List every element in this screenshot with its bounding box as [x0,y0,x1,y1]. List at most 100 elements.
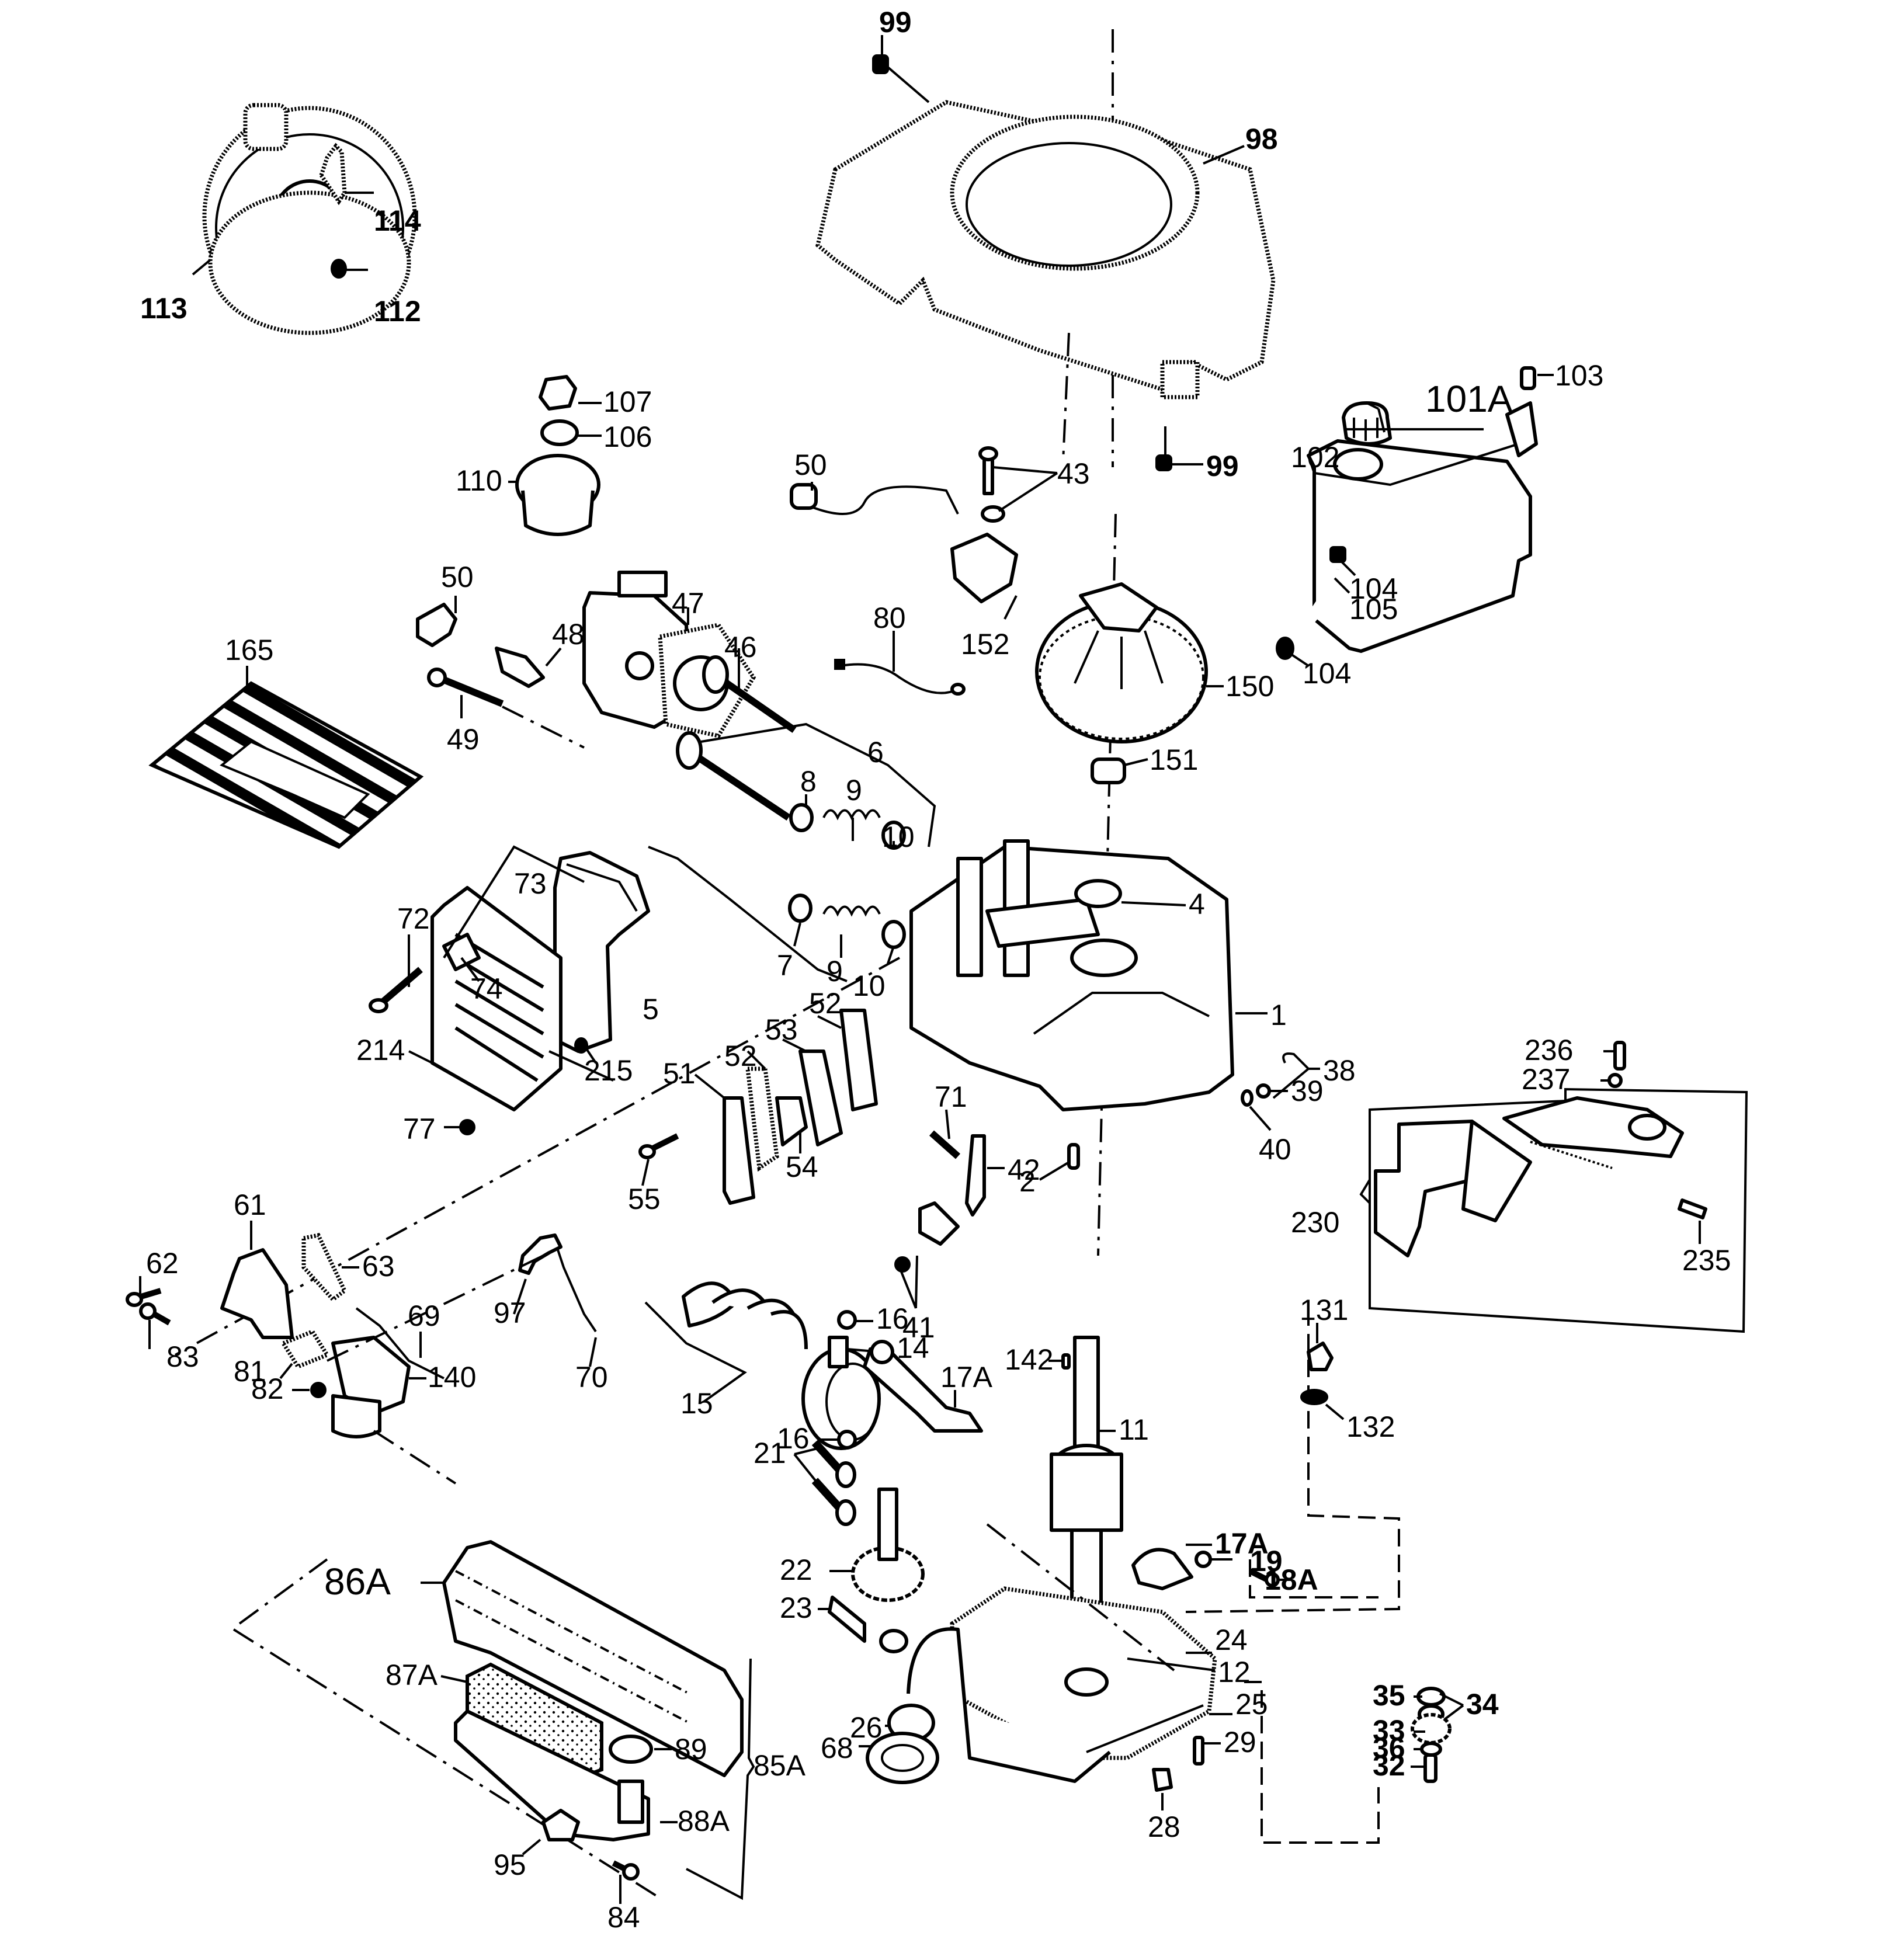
label-52-front: 52 [724,1040,757,1072]
gasket-81 [279,1329,331,1379]
bolt-29 [1193,1736,1221,1766]
label-62: 62 [146,1247,179,1280]
label-230: 230 [1291,1206,1339,1239]
muffler-bolt-72 [369,934,423,1013]
screw-55 [638,1133,679,1186]
label-10-lower: 10 [853,969,886,1002]
label-88A: 88A [678,1805,730,1837]
label-8: 8 [800,765,817,798]
label-237: 237 [1522,1063,1570,1096]
coil-bolt-43 [978,446,1058,523]
label-140: 140 [428,1361,476,1393]
air-cleaner-base-88A [454,1709,678,1841]
blower-housing-98 [815,100,1276,462]
pin-71 [929,1109,960,1159]
shaft-32 [1411,1753,1437,1783]
muffler-guard-73 [553,851,650,1053]
label-132: 132 [1346,1410,1395,1443]
bolt-18A [1248,1568,1291,1587]
washer-106 [540,419,579,446]
head-bolt-49 [427,668,585,749]
label-32: 32 [1373,1749,1405,1782]
label-51: 51 [663,1057,696,1090]
label-74: 74 [470,972,503,1005]
cap-10-lower [881,920,906,949]
cylinder-head-47 [582,571,691,729]
label-24: 24 [1215,1624,1248,1656]
governor-bracket-41 [894,1201,960,1309]
spark-plug-cap-50 [416,596,457,647]
starter-handle-114 [319,143,347,206]
label-70: 70 [575,1361,608,1393]
label-83: 83 [166,1340,199,1373]
label-84: 84 [607,1901,640,1934]
label-16-lower: 16 [777,1422,810,1455]
label-36: 36 [1373,1732,1405,1764]
label-131: 131 [1300,1294,1348,1326]
camshaft-gear-22 [829,1488,925,1602]
governor-23 [818,1596,908,1653]
label-2: 2 [1019,1165,1036,1198]
label-87A: 87A [386,1659,438,1691]
screw-215 [574,1037,597,1064]
label-17A-cap: 17A [1215,1527,1269,1560]
label-55: 55 [628,1183,661,1215]
label-68: 68 [821,1732,853,1764]
label-105: 105 [1349,593,1398,625]
label-150: 150 [1225,670,1274,703]
fuel-tank-101A [1307,401,1538,653]
retainer-7 [788,894,812,923]
label-15: 15 [680,1387,713,1420]
ignition-coil-152 [790,483,1018,603]
label-7: 7 [777,949,793,982]
seal-12 [1127,1657,1216,1671]
label-80: 80 [873,602,906,634]
label-103: 103 [1555,359,1603,392]
oil-sensor-131 [1307,1323,1334,1371]
label-5: 5 [643,993,659,1026]
label-114: 114 [374,204,421,237]
screw-236 [1603,1041,1626,1071]
bolt-99-bottom [1155,426,1203,471]
intake-valve-5 [676,731,791,821]
spring-70 [557,1249,597,1367]
label-101A: 101A [1425,378,1513,420]
insulator-53 [798,1049,843,1146]
washer-132 [1300,1389,1345,1420]
label-23: 23 [780,1591,812,1624]
label-72: 72 [397,902,430,935]
label-73: 73 [514,867,547,900]
screw-62 [126,1276,162,1307]
gasket-52-front [745,1066,779,1172]
label-152: 152 [961,628,1009,661]
label-98: 98 [1245,123,1278,155]
label-4: 4 [1189,888,1205,920]
label-99-top: 99 [879,6,912,39]
label-102: 102 [1291,441,1339,474]
label-235: 235 [1682,1244,1731,1277]
label-97: 97 [494,1297,526,1329]
label-112: 112 [374,295,421,328]
label-43: 43 [1057,457,1090,490]
label-107: 107 [603,385,652,418]
piston-14 [801,1336,883,1450]
washer-36 [1414,1742,1442,1757]
label-25: 25 [1235,1688,1268,1721]
nut-82 [292,1382,327,1398]
plate-51 [723,1096,755,1205]
label-39: 39 [1291,1075,1324,1107]
rod-bolt-19 [1195,1551,1232,1568]
label-85A: 85A [754,1749,806,1782]
plug-28 [1152,1768,1173,1810]
label-52-rear: 52 [809,987,842,1020]
dowel-pin-2 [1039,1143,1080,1181]
carburetor-140 [331,1336,426,1438]
oring-39 [1256,1083,1288,1099]
retainer-8 [789,803,814,832]
label-77: 77 [403,1113,436,1145]
connecting-rod-17A [863,1340,983,1433]
clamp-104-top [1329,546,1356,576]
dipstick-38 [1272,1052,1320,1099]
screw-84 [612,1860,640,1904]
